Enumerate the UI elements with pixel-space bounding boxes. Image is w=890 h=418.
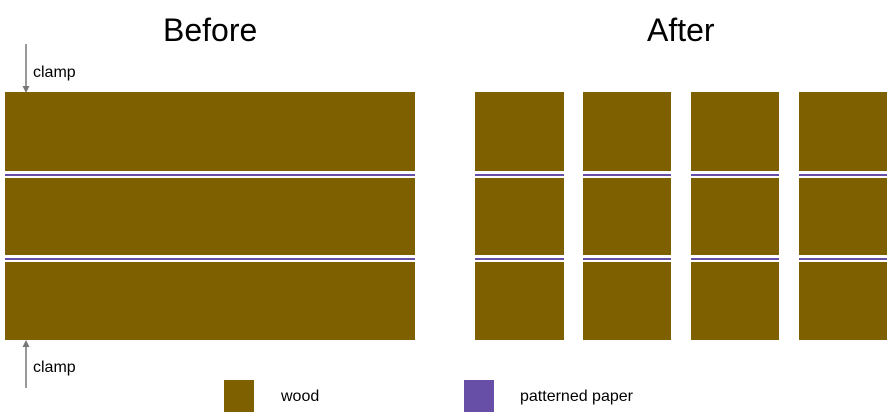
before-stack — [5, 92, 415, 340]
after-piece-2-wood-1 — [583, 92, 671, 171]
legend-paper-label: patterned paper — [520, 388, 633, 405]
after-piece-1-paper-1 — [475, 174, 564, 176]
after-piece-4-wood-1 — [799, 92, 887, 171]
legend-wood-label: wood — [281, 388, 320, 405]
after-piece-1-paper-2 — [475, 258, 564, 260]
bottom-clamp-label: clamp — [33, 359, 76, 376]
after-piece-3-wood-3 — [691, 262, 779, 340]
after-piece-1-wood-2 — [475, 178, 564, 255]
legend-wood-swatch — [224, 380, 254, 412]
after-title: After — [647, 12, 715, 48]
after-piece-2-paper-2 — [583, 258, 671, 260]
after-piece-2-wood-3 — [583, 262, 671, 340]
legend-paper-swatch — [464, 380, 494, 412]
after-piece-1-wood-3 — [475, 262, 564, 340]
top-clamp-arrow-head — [22, 86, 30, 93]
before-wood-layer-3 — [5, 262, 415, 340]
after-piece-4-wood-2 — [799, 178, 887, 255]
before-title: Before — [163, 12, 258, 48]
after-piece-3-paper-1 — [691, 174, 779, 176]
after-piece-4-paper-2 — [799, 258, 887, 260]
after-piece-3-wood-2 — [691, 178, 779, 255]
after-piece-2 — [583, 92, 671, 340]
before-wood-layer-2 — [5, 178, 415, 255]
top-clamp-label: clamp — [33, 64, 76, 81]
before-paper-layer-1 — [5, 174, 415, 176]
after-piece-4-wood-3 — [799, 262, 887, 340]
before-paper-layer-2 — [5, 258, 415, 260]
after-piece-3 — [691, 92, 779, 340]
after-piece-1-wood-1 — [475, 92, 564, 171]
after-piece-2-wood-2 — [583, 178, 671, 255]
after-piece-3-paper-2 — [691, 258, 779, 260]
after-piece-4 — [799, 92, 887, 340]
bottom-clamp-arrow-head — [22, 340, 30, 347]
after-piece-2-paper-1 — [583, 174, 671, 176]
after-piece-3-wood-1 — [691, 92, 779, 171]
after-piece-1 — [475, 92, 564, 340]
after-piece-4-paper-1 — [799, 174, 887, 176]
before-wood-layer-1 — [5, 92, 415, 171]
